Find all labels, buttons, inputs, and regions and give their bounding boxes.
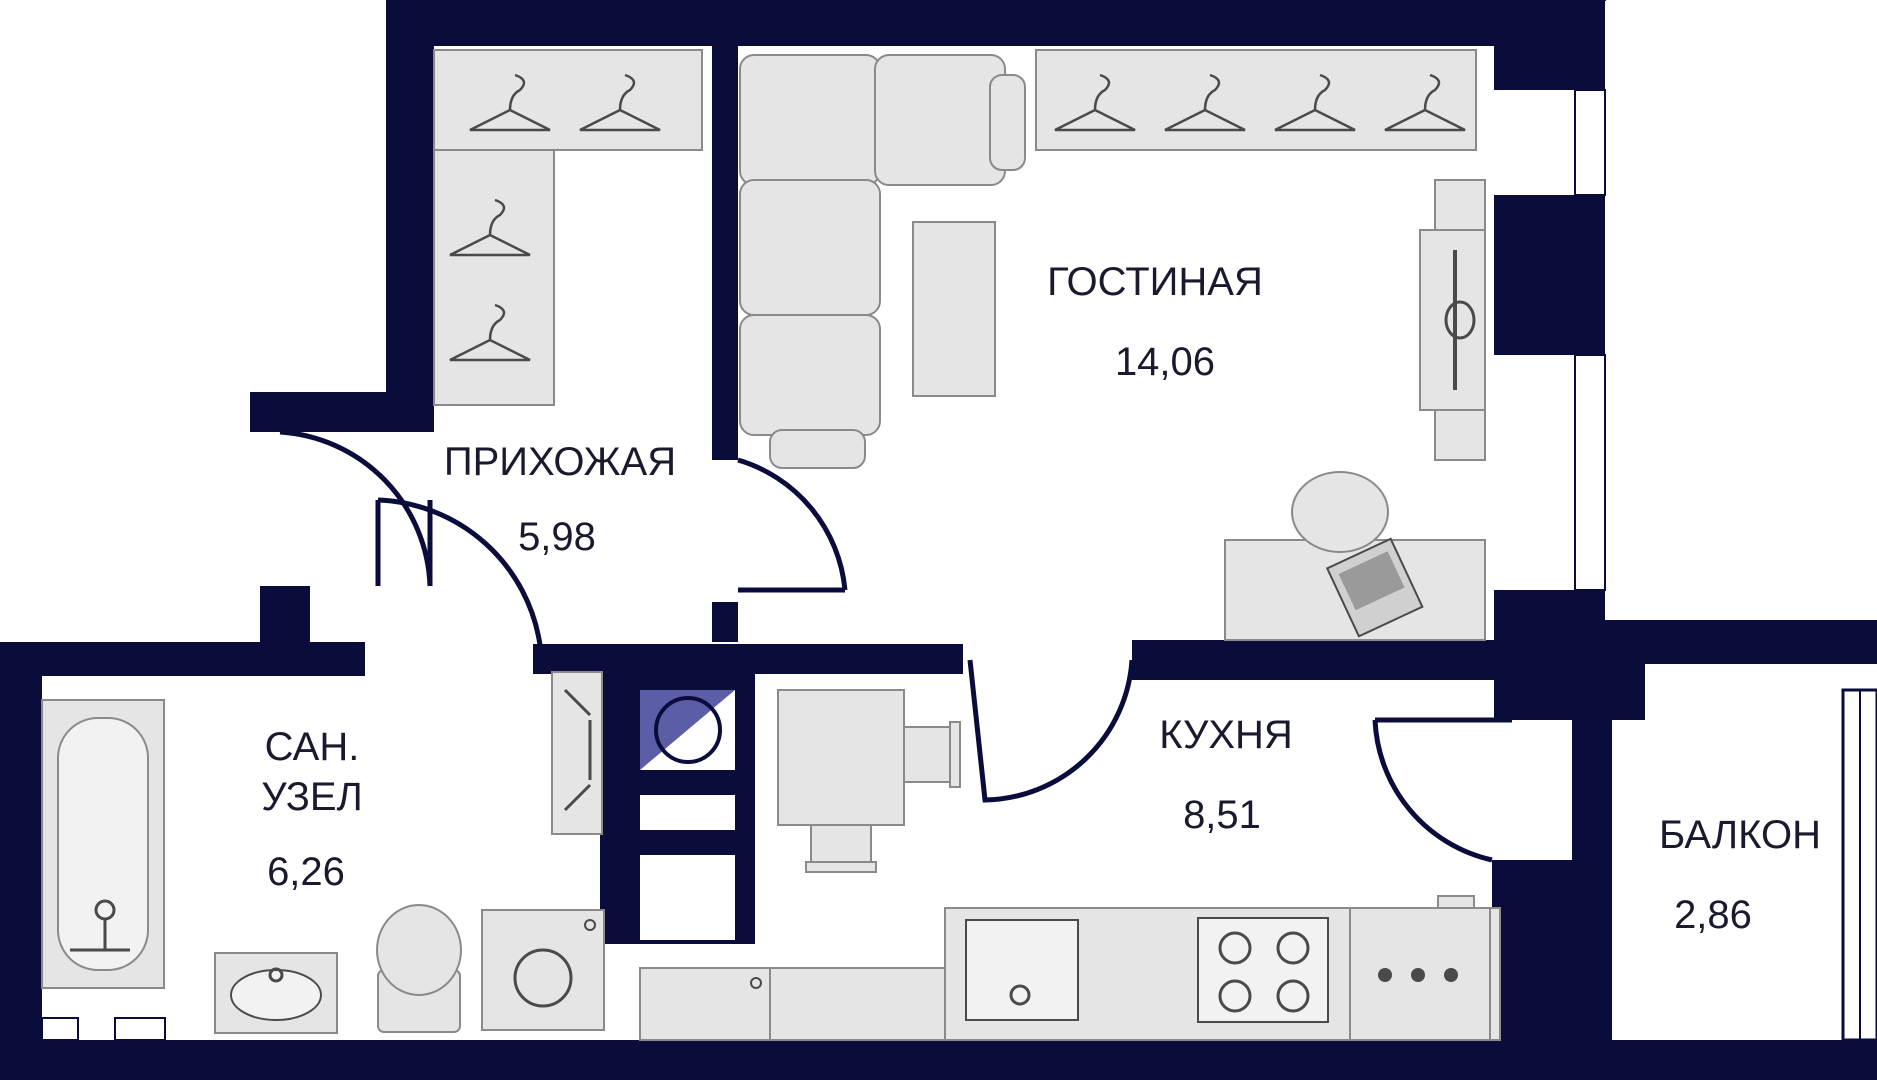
doors [279,429,1512,863]
kitchen-name: КУХНЯ [1159,713,1293,757]
living-wardrobe [1035,49,1477,151]
coffee-table [912,221,996,397]
hanger-icon [1054,73,1466,132]
bathroom-name-line2: УЗЕЛ [261,775,363,819]
hanger-icon [449,73,661,362]
balcony-name: БАЛКОН [1659,813,1821,857]
bathroom-name-line1: САН. [265,725,360,769]
desk [1224,471,1486,641]
hallway-name: ПРИХОЖАЯ [444,440,676,484]
toilet [376,904,462,1033]
living-room-name: ГОСТИНАЯ [1047,260,1263,304]
oven-controls [1349,907,1491,1041]
living-room-area: 14,06 [1115,340,1215,384]
corner-sofa [739,54,1026,469]
towel-rack [551,671,603,835]
bathtub [41,699,165,989]
kitchen-area: 8,51 [1183,793,1261,837]
kitchen-sink [965,919,1079,1021]
balcony-frame [1841,688,1877,1042]
dining-table [777,689,961,873]
bathroom-area: 6,26 [267,850,345,894]
balcony-area: 2,86 [1674,893,1752,937]
tv-unit [1419,179,1486,461]
hallway-area: 5,98 [518,515,596,559]
ventilation-shaft [640,690,735,940]
sink [214,952,338,1034]
hallway-wardrobe [433,49,703,406]
washing-machine [481,909,605,1031]
cooktop [1197,917,1329,1023]
